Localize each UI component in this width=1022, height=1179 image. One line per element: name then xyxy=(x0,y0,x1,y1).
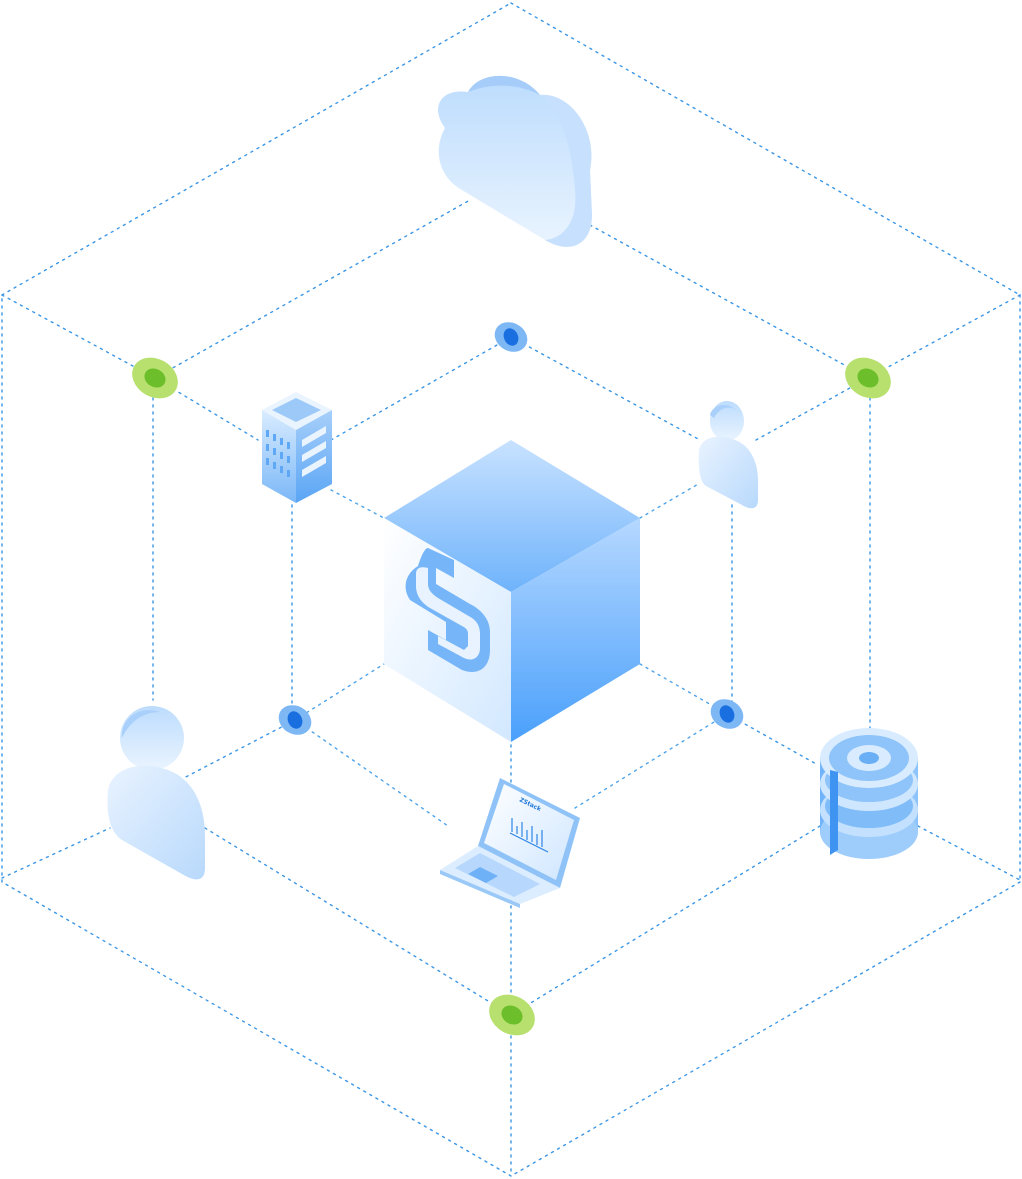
cube-link-top-left xyxy=(330,489,385,519)
outer-bottom-left-link xyxy=(1,827,111,879)
cube-link-top-right xyxy=(639,482,701,519)
top-rhombus-right-front xyxy=(755,377,869,441)
top-rhombus-left-front xyxy=(154,377,259,441)
outer-bottom-right-link xyxy=(917,825,1021,881)
database-icon xyxy=(820,728,918,859)
cloud-icon xyxy=(438,75,592,247)
person-large-icon xyxy=(107,706,205,880)
node-green-bottom xyxy=(489,994,535,1036)
outer-left-to-node xyxy=(1,294,156,379)
laptop-screen-bars xyxy=(509,818,549,853)
node-blue-left xyxy=(278,705,312,735)
inner-back-left xyxy=(330,336,512,441)
building-icon xyxy=(262,392,332,503)
laptop-link-left xyxy=(294,719,449,827)
laptop-icon: ZStack xyxy=(440,778,580,908)
outer-edge-bottom-left xyxy=(1,881,512,1177)
bottom-right-lower xyxy=(510,825,821,1016)
node-green-right xyxy=(845,357,891,399)
outer-right-to-node xyxy=(867,294,1021,379)
zstack-cube-icon xyxy=(384,440,640,742)
node-green-left xyxy=(132,357,178,399)
top-rhombus-left-back xyxy=(154,199,471,379)
node-blue-top xyxy=(494,322,528,352)
outer-edge-bottom-right xyxy=(510,881,1021,1177)
outer-edge-top-right xyxy=(510,2,1021,296)
brand-logo xyxy=(405,548,490,672)
nodes xyxy=(132,322,891,1036)
node-blue-right xyxy=(710,699,744,729)
inner-back-right xyxy=(510,336,701,441)
outer-edge-top-left xyxy=(1,2,512,296)
laptop-link-right xyxy=(574,713,728,809)
top-rhombus-right-back xyxy=(589,224,869,379)
cube-link-bottom-left xyxy=(294,663,385,721)
bottom-left-link xyxy=(179,719,296,781)
person-small-icon xyxy=(698,401,758,509)
